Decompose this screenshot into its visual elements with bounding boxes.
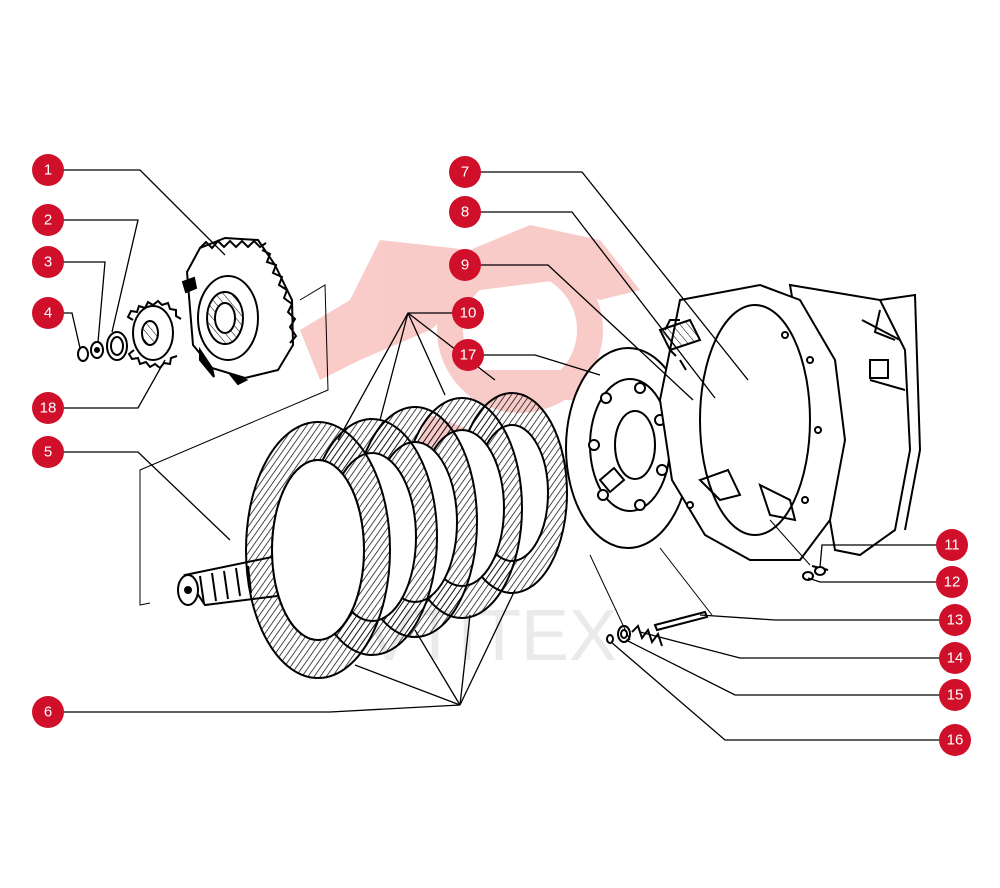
callout-1: 1: [32, 154, 64, 186]
leader-12: [807, 577, 952, 583]
svg-text:12: 12: [944, 574, 961, 591]
svg-text:13: 13: [947, 612, 964, 629]
pressure-plate-drawing: [565, 347, 691, 549]
svg-text:6: 6: [44, 704, 52, 721]
svg-text:1: 1: [44, 162, 52, 179]
svg-text:7: 7: [461, 164, 469, 181]
callout-16: 16: [939, 724, 971, 756]
leader-8: [468, 211, 716, 399]
svg-text:14: 14: [947, 650, 964, 667]
leader-10a: [379, 312, 409, 421]
svg-text:17: 17: [460, 347, 477, 364]
valve-spring-drawing: [606, 610, 709, 647]
svg-text:15: 15: [947, 687, 964, 704]
leader-1: [48, 169, 226, 256]
leader-2: [48, 219, 139, 333]
clutch-disc-stack: [245, 392, 568, 679]
leader-6c: [459, 589, 516, 706]
svg-text:18: 18: [40, 400, 57, 417]
leader-11: [819, 544, 952, 568]
clutch-hub-drawing: [181, 236, 298, 386]
callout-8: 8: [449, 196, 481, 228]
svg-text:10: 10: [460, 305, 477, 322]
callout-12: 12: [936, 566, 968, 598]
transmission-housing-drawing: [658, 283, 922, 561]
callout-9: 9: [449, 249, 481, 281]
svg-text:5: 5: [44, 444, 52, 461]
leader-14: [639, 631, 952, 659]
callout-10: 10: [452, 297, 484, 329]
callout-14: 14: [939, 642, 971, 674]
callout-7: 7: [449, 156, 481, 188]
leader-7: [468, 171, 749, 381]
svg-text:4: 4: [44, 305, 52, 322]
clutch-disc-1: [245, 421, 391, 679]
callout-5: 5: [32, 436, 64, 468]
leader-lines: [48, 169, 952, 741]
callout-13: 13: [939, 604, 971, 636]
callout-4: 4: [32, 297, 64, 329]
leader-6d: [459, 614, 471, 706]
assembly-lines: [139, 284, 811, 641]
callout-15: 15: [939, 679, 971, 711]
svg-text:16: 16: [947, 732, 964, 749]
leader-6b: [414, 629, 461, 706]
small-gear-drawing: [126, 299, 182, 370]
svg-text:8: 8: [461, 204, 469, 221]
callout-18: 18: [32, 392, 64, 424]
callout-2: 2: [32, 204, 64, 236]
svg-text:9: 9: [461, 257, 469, 274]
callout-badges: 1 2 3 4 5 6 7 8 9 10 11 12 13 14 15 16 1…: [32, 154, 971, 756]
leader-17: [468, 354, 601, 376]
leader-10b: [407, 312, 446, 396]
callout-11: 11: [936, 529, 968, 561]
leader-3: [48, 261, 106, 343]
leader-16: [610, 641, 952, 741]
leader-10c: [407, 312, 496, 381]
svg-text:3: 3: [44, 254, 52, 271]
svg-text:2: 2: [44, 212, 52, 229]
svg-text:11: 11: [944, 537, 960, 554]
leader-5: [48, 451, 231, 541]
leader-13: [699, 614, 952, 621]
leader-15: [625, 639, 952, 696]
callout-3: 3: [32, 246, 64, 278]
leader-18: [48, 359, 166, 409]
ring-parts-drawing: [77, 331, 128, 362]
callout-17: 17: [452, 339, 484, 371]
callout-6: 6: [32, 696, 64, 728]
leader-9: [468, 264, 694, 401]
screw-washer-drawing: [802, 565, 829, 581]
